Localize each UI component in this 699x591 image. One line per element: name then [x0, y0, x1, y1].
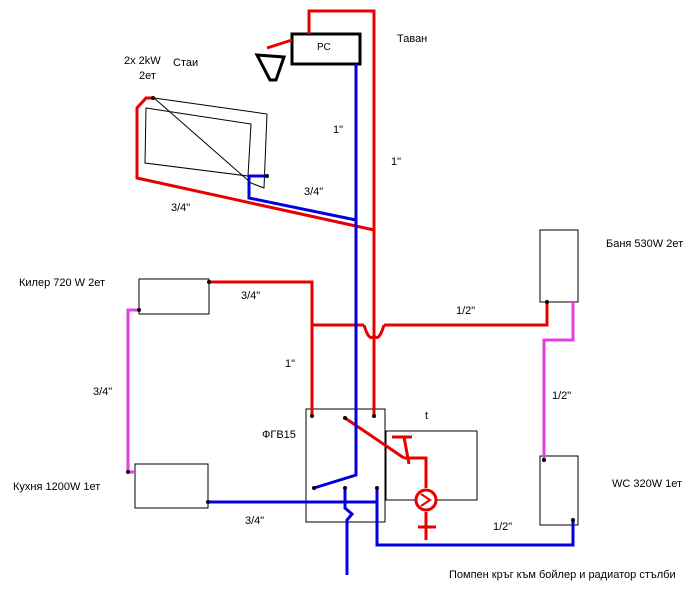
pantry-label: Килер 720 W 2ет: [19, 277, 106, 289]
magenta-bath-wc: [542, 302, 575, 460]
pipe-size-1in-a: 1": [333, 124, 344, 136]
bath-label: Баня 530W 2ет: [606, 238, 684, 250]
wc-radiator: [539, 455, 579, 526]
kitchen-label: Кухня 1200W 1ет: [13, 481, 101, 493]
attic-label: Таван: [397, 33, 428, 45]
funnel-icon: [254, 53, 287, 82]
thermostat-label: t: [425, 410, 429, 422]
kitchen-radiator: [134, 463, 209, 509]
pipe-size-34-pantry: 3/4": [241, 290, 261, 302]
return-rooms-radiator: [247, 174, 357, 222]
magenta-pantry-kitchen: [126, 308, 139, 474]
wc-label: WC 320W 1ет: [612, 478, 683, 490]
supply-bath-branch: [384, 302, 549, 327]
return-wc-main: [375, 488, 575, 547]
bath-radiator: [539, 229, 579, 303]
supply-pantry-branch: [209, 280, 364, 327]
pc-label: РС: [317, 42, 331, 53]
pipe-size-12-right: 1/2": [552, 390, 572, 402]
pipe-size-12-bath: 1/2": [456, 305, 476, 317]
pump-icon: [414, 488, 438, 512]
supply-rooms-radiator: [135, 96, 375, 232]
pipe-size-34-left: 3/4": [93, 386, 113, 398]
return-riser-attic: [313, 64, 358, 490]
pump-arrow: [420, 493, 432, 507]
pump-feed: [404, 456, 428, 488]
pump-line: [397, 435, 411, 465]
rooms-power-label: 2x 2kW: [124, 55, 161, 67]
rooms-radiator-front: [144, 107, 252, 177]
thermostat-box: [385, 430, 478, 501]
pipe-size-34-rooms: 3/4": [304, 186, 324, 198]
rooms-radiator-back: [152, 97, 268, 189]
pc-unit: [290, 32, 362, 66]
supply-to-funnel: [266, 38, 293, 50]
pipe-size-34-kitchen: 3/4": [245, 515, 265, 527]
pipe-size-34-rooms-left: 3/4": [171, 202, 191, 214]
pump-circuit-label: Помпен кръг към бойлер и радиатор стълби: [449, 569, 676, 581]
pantry-radiator: [138, 278, 210, 315]
pipe-size-1in-c: 1": [285, 358, 296, 370]
rooms-floor-label: 2ет: [139, 70, 156, 82]
supply-riser-attic: [307, 9, 376, 230]
return-boiler-down: [343, 488, 355, 575]
pipe-size-1in-b: 1": [391, 156, 402, 168]
boiler-label: ФГВ15: [262, 429, 296, 441]
rooms-label: Стаи: [173, 57, 199, 69]
pipe-size-12-wc: 1/2": [493, 521, 513, 533]
